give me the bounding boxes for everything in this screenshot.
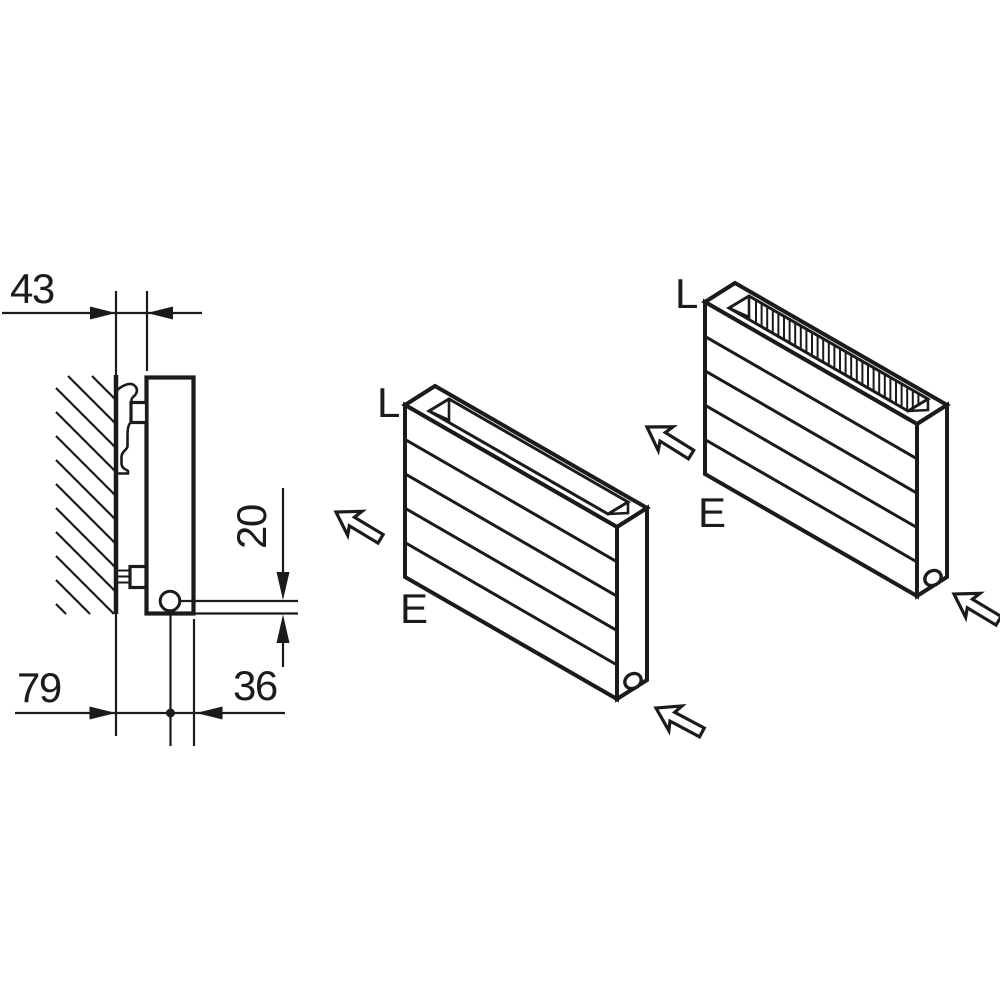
hatch-line [55,555,115,615]
hatch-line [55,387,117,449]
middle-inlet-label: L [377,379,400,426]
hatch-line [55,507,117,569]
top-grille-fins [755,300,920,411]
radiator-grille-top [701,280,951,600]
side-section-view [2,291,298,746]
arrow-icon [644,425,696,462]
dim-20-label: 20 [228,505,275,549]
dim-43-arrow-left [147,306,173,320]
arrow-icon [653,703,707,739]
bracket-bottom-knob [128,564,148,590]
radiator-end-face [615,504,649,703]
mounting-bracket-bottom [116,564,148,590]
hatch-line [55,483,117,545]
hatch-line [55,459,117,521]
radiator-front-slats [704,335,918,564]
hatch-line [55,411,117,473]
radiator-front-face [403,401,619,703]
hatch-line [404,506,618,632]
wall-hatch [55,375,117,615]
hatch-line [704,403,918,529]
dim-36-label: 36 [233,662,277,709]
dim-43-arrow-right [90,306,116,320]
dimension-20 [276,488,290,667]
hatch-line [704,369,918,495]
opening-left-end [728,296,751,320]
arrow-icon [333,509,386,546]
hatch-line [404,438,618,564]
radiator-end-face [915,401,949,600]
flow-arrow-middle-left [333,509,386,546]
opening-right-end [907,399,930,413]
valve-port [623,671,643,691]
bracket-top-body [116,421,132,475]
right-outlet-label: E [698,489,726,536]
right-inlet-label: L [675,270,698,317]
bracket-top-knob [129,400,149,425]
radiator-front-slats [404,438,618,667]
hatch-line [704,438,918,564]
radiator-side-profile [144,375,196,616]
dim-reference-dot [166,708,175,718]
hatch-line [55,435,117,497]
mounting-bracket-top [115,382,149,475]
radiator-front-face [703,298,919,600]
arrow-icon [951,591,1000,628]
valve-port-circle [158,589,182,613]
valve-port [923,568,943,588]
hatch-line [404,472,618,598]
hatch-line [55,531,117,593]
flow-arrow-right-valve [951,591,1000,628]
flow-arrow-middle-valve [653,703,707,739]
flow-arrow-right-left [644,425,696,462]
hatch-line [67,375,117,425]
dim-43-label: 43 [10,265,54,312]
dimension-bottom [15,706,285,720]
hatch-line [704,335,918,461]
hatch-line [55,603,67,615]
opening-right-end [607,502,630,516]
hatch-line [55,579,91,615]
hatch-line [404,541,618,667]
hatch-line [91,375,117,401]
radiator-open-top [401,383,651,703]
bracket-top-hook [115,382,139,404]
middle-outlet-label: E [400,585,428,632]
dim-79-label: 79 [17,664,61,711]
dimension-43 [2,306,202,320]
opening-left-end [428,399,451,423]
